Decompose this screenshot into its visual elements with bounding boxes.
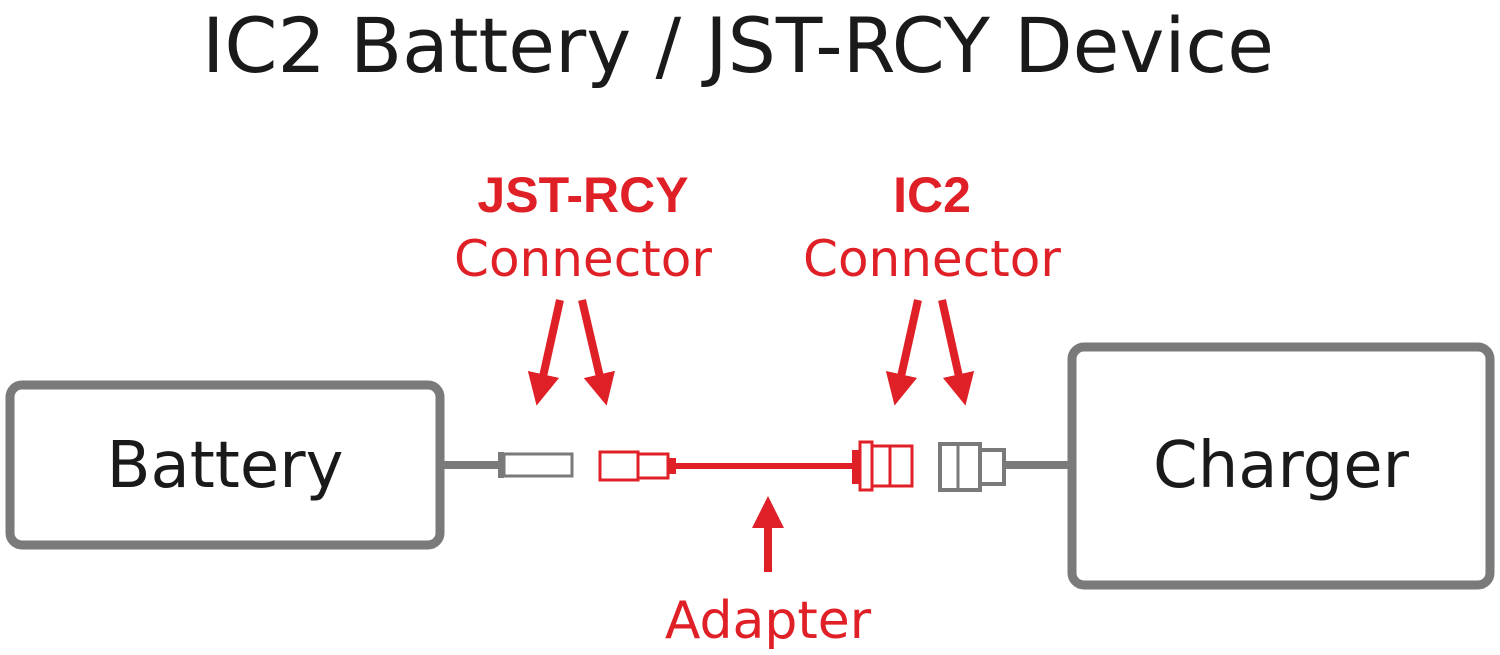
ic2-connector-label: IC2 Connector: [803, 167, 1061, 288]
jst-rcy-connector-label: JST-RCY Connector: [454, 167, 712, 288]
charger-box: Charger: [1067, 342, 1495, 590]
arrow-ic2-left: [885, 299, 922, 406]
jst-rcy-label-line2: Connector: [454, 230, 712, 288]
adapter-jst-end: [598, 450, 676, 482]
adapter-ic2-end: [852, 440, 914, 492]
charger-plug: [938, 442, 1006, 492]
arrow-jst-left: [527, 299, 564, 406]
adapter-label: Adapter: [665, 591, 872, 651]
battery-plug: [498, 452, 574, 478]
battery-box: Battery: [5, 380, 445, 550]
jst-rcy-label-line1: JST-RCY: [477, 167, 688, 223]
ic2-label-line2: Connector: [803, 230, 1061, 288]
diagram-title: IC2 Battery / JST-RCY Device: [202, 1, 1274, 90]
ic2-label-line1: IC2: [893, 167, 971, 223]
arrow-jst-right: [578, 299, 615, 406]
arrow-ic2-right: [938, 299, 975, 406]
charger-label: Charger: [1153, 429, 1410, 503]
battery-label: Battery: [107, 429, 344, 503]
